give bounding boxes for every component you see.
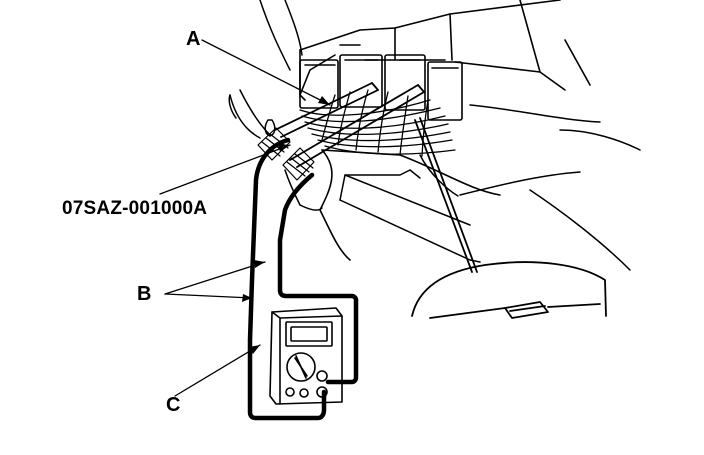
probe-lead — [414, 117, 478, 273]
dashboard-panel — [339, 104, 641, 271]
leader-lines — [159, 39, 331, 397]
callout-b: B — [137, 283, 152, 305]
ecm-unit — [299, 0, 591, 101]
callout-a: A — [186, 28, 201, 50]
test-leads — [247, 137, 359, 421]
magnified-view — [411, 261, 607, 319]
multimeter — [269, 307, 343, 405]
callout-c: C — [166, 394, 181, 416]
callout-tool-number: 07SAZ-001000A — [62, 198, 208, 219]
backprobe-tools — [274, 82, 425, 168]
probe-holder — [284, 169, 323, 211]
ecm-connectors — [299, 54, 463, 121]
arrowheads — [242, 96, 330, 354]
harness-sleeve — [319, 149, 501, 261]
bracket-outline — [228, 0, 303, 139]
